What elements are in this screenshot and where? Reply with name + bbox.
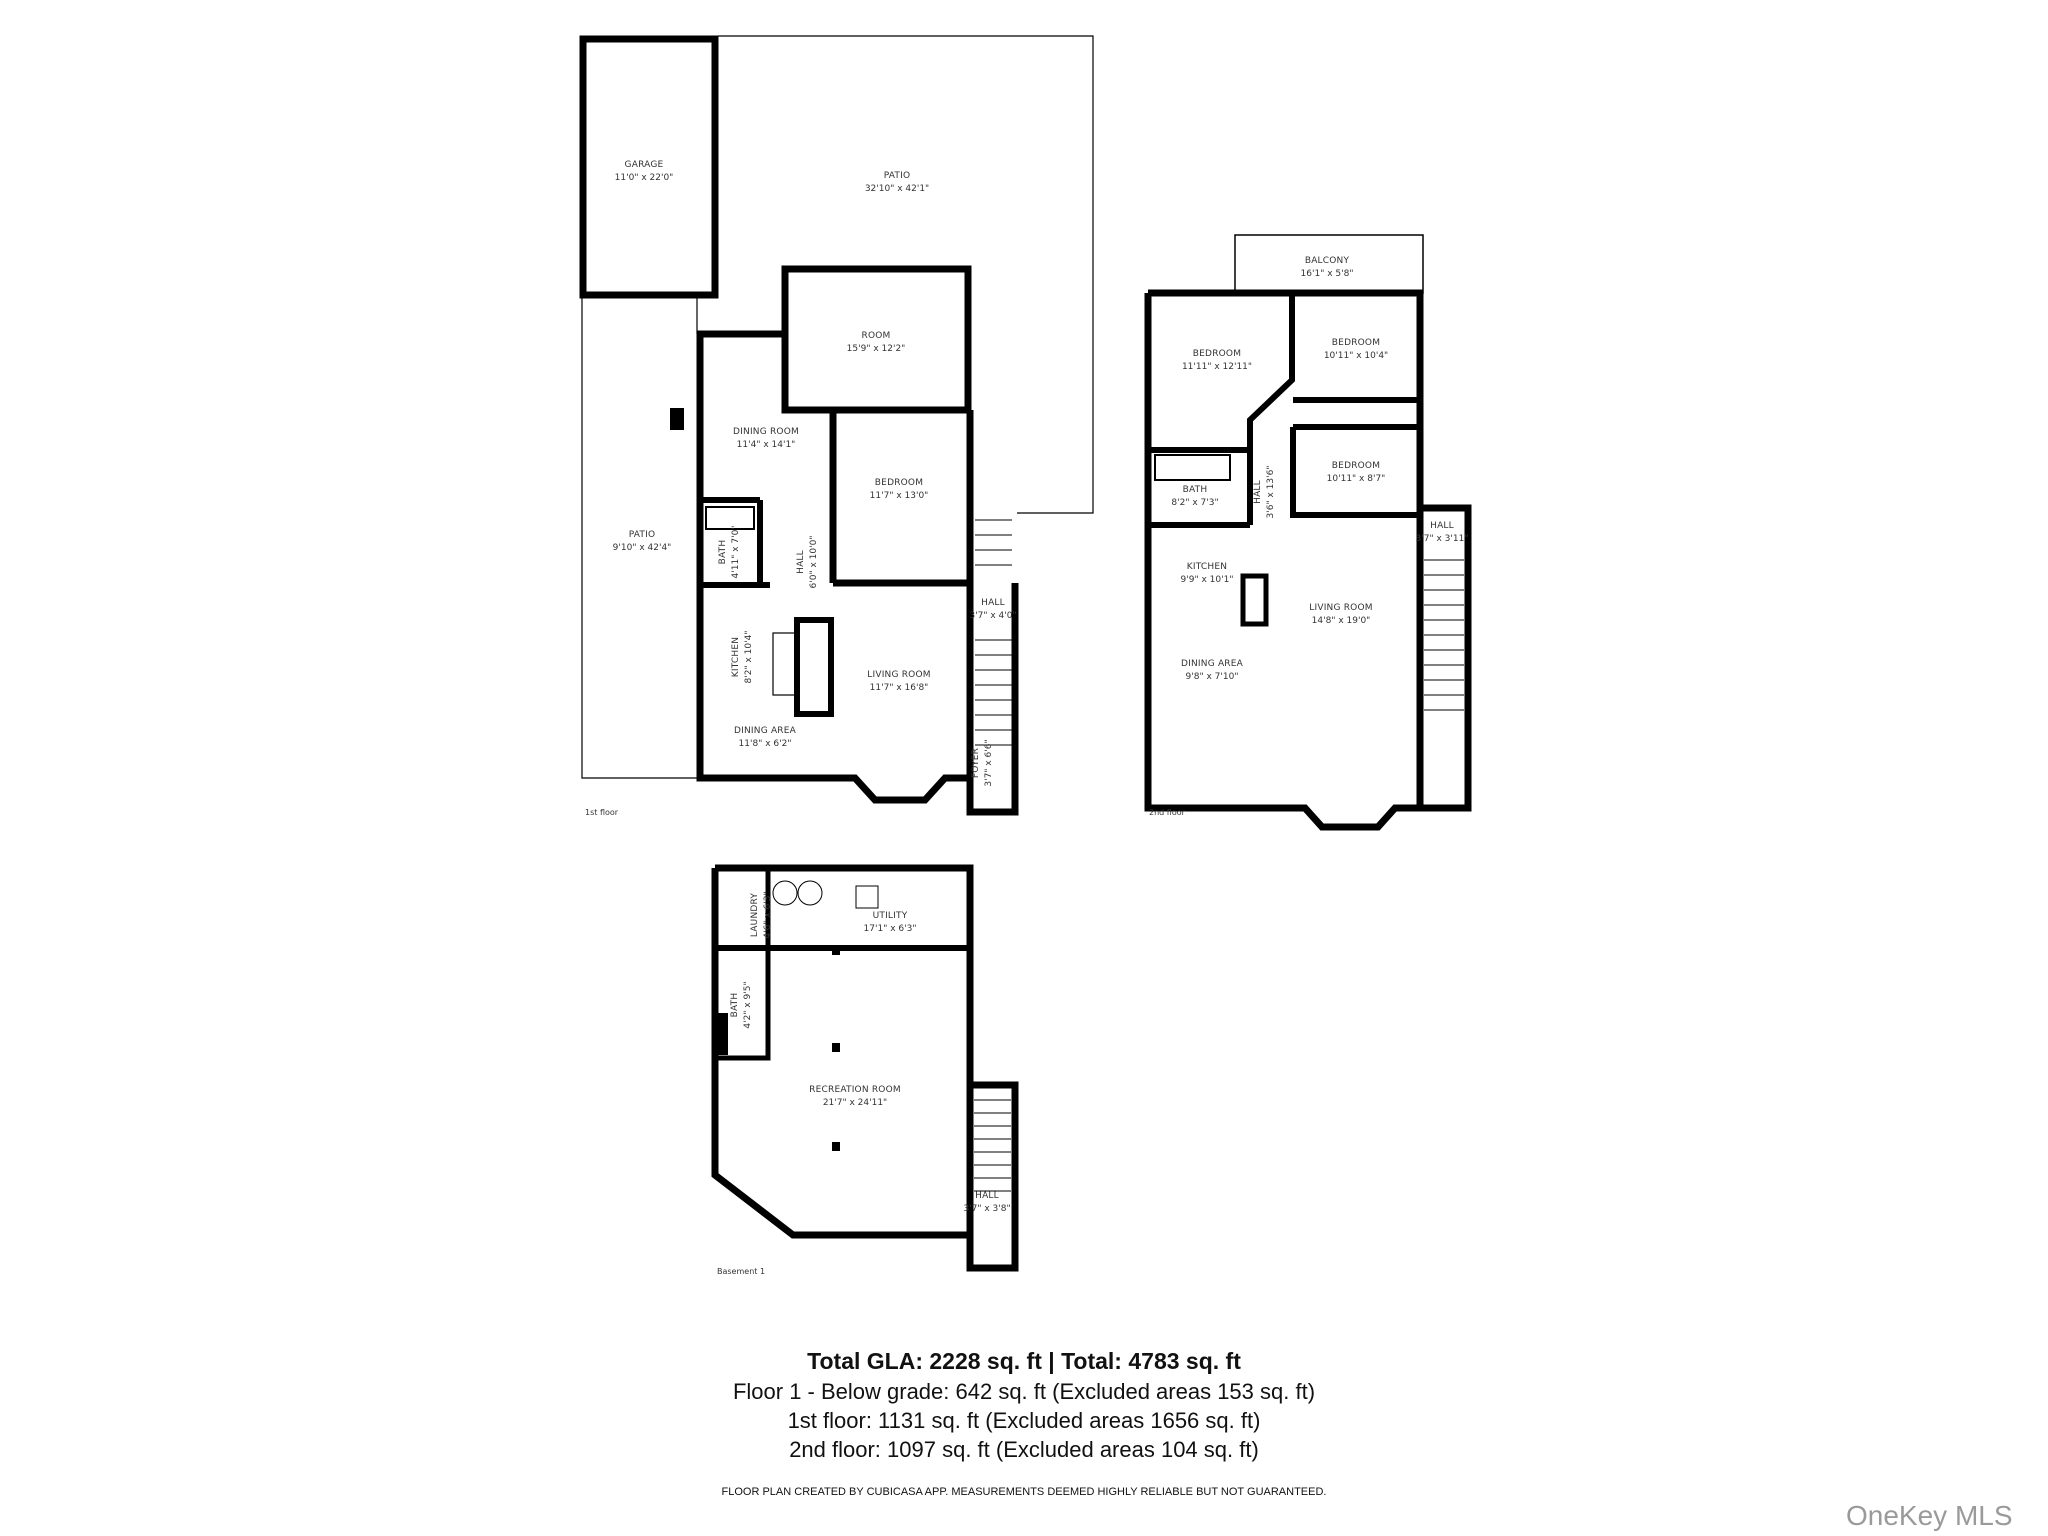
first-floor-plan [579, 35, 1094, 816]
first-floor-area-line: 1st floor: 1131 sq. ft (Excluded areas 1… [787, 1408, 1261, 1433]
floor-label-basement: Basement 1 [717, 1267, 766, 1276]
stairs-first [975, 519, 1012, 746]
stair-hall-walls [966, 583, 1019, 816]
second-floor-walls [1144, 289, 1424, 831]
main-walls [696, 330, 974, 804]
disclaimer: FLOOR PLAN CREATED BY CUBICASA APP. MEAS… [721, 1486, 1327, 1498]
floor-label-second: 2nd floor [1149, 808, 1185, 817]
basement-walls [711, 864, 974, 1239]
second-floor-area-line: 2nd floor: 1097 sq. ft (Excluded areas 1… [789, 1437, 1259, 1462]
patio-left-outline [581, 298, 697, 779]
garage-walls [579, 35, 719, 299]
room-walls [781, 265, 972, 414]
stair-hall-walls-2 [1420, 504, 1472, 812]
kitchen-island-2 [1240, 573, 1269, 627]
basement-area-line: Floor 1 - Below grade: 642 sq. ft (Exclu… [732, 1379, 1316, 1404]
patio-outline [718, 35, 1094, 514]
basement-stair-walls [966, 1081, 1019, 1272]
second-floor-plan [1144, 234, 1472, 831]
basement-plan [711, 864, 1019, 1272]
total-area-heading: Total GLA: 2228 sq. ft | Total: 4783 sq.… [807, 1348, 1241, 1374]
kitchen-island [794, 617, 834, 717]
watermark-logo: OneKey MLS [1846, 1500, 2013, 1531]
stairs-basement [974, 1099, 1011, 1192]
floor-label-first: 1st floor [585, 808, 619, 817]
stairs-second [1424, 559, 1464, 711]
